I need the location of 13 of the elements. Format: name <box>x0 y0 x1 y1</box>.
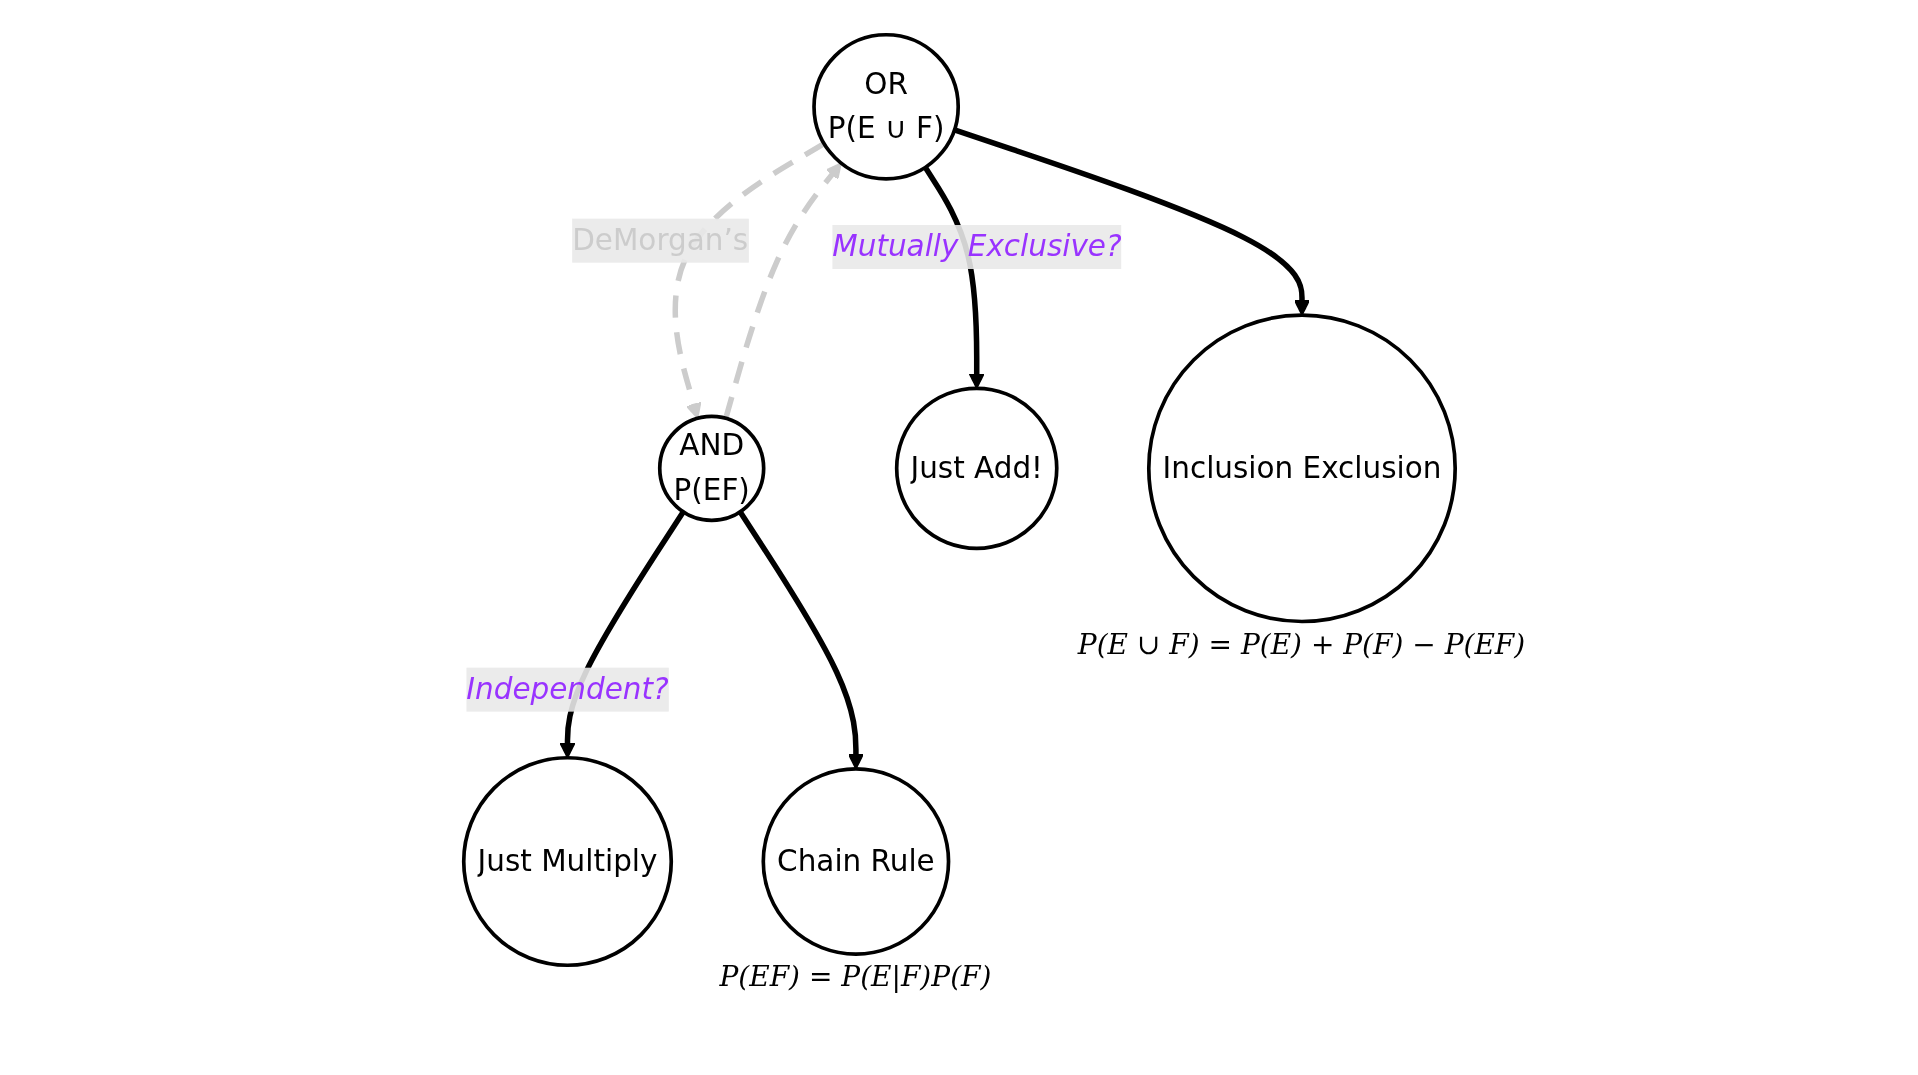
edge-label: Independent? <box>465 671 669 707</box>
arrow <box>722 162 842 420</box>
arrow <box>737 510 864 770</box>
node-circle: Just Multiply <box>461 755 673 968</box>
formula-text: P(EF) = P(E|F)P(F) <box>719 960 992 994</box>
node-circle: Just Add! <box>894 386 1059 551</box>
edge-label: Mutually Exclusive? <box>831 228 1122 264</box>
node-circle: Chain Rule <box>761 767 950 956</box>
node-circle: Inclusion Exclusion <box>1146 313 1457 624</box>
arrow <box>953 127 1310 316</box>
node-circle: AND P(EF) <box>657 414 766 523</box>
formula-text: P(E ∪ F) = P(E) + P(F) − P(EF) <box>1077 627 1526 661</box>
node-circle: OR P(E ∪ F) <box>811 32 960 181</box>
